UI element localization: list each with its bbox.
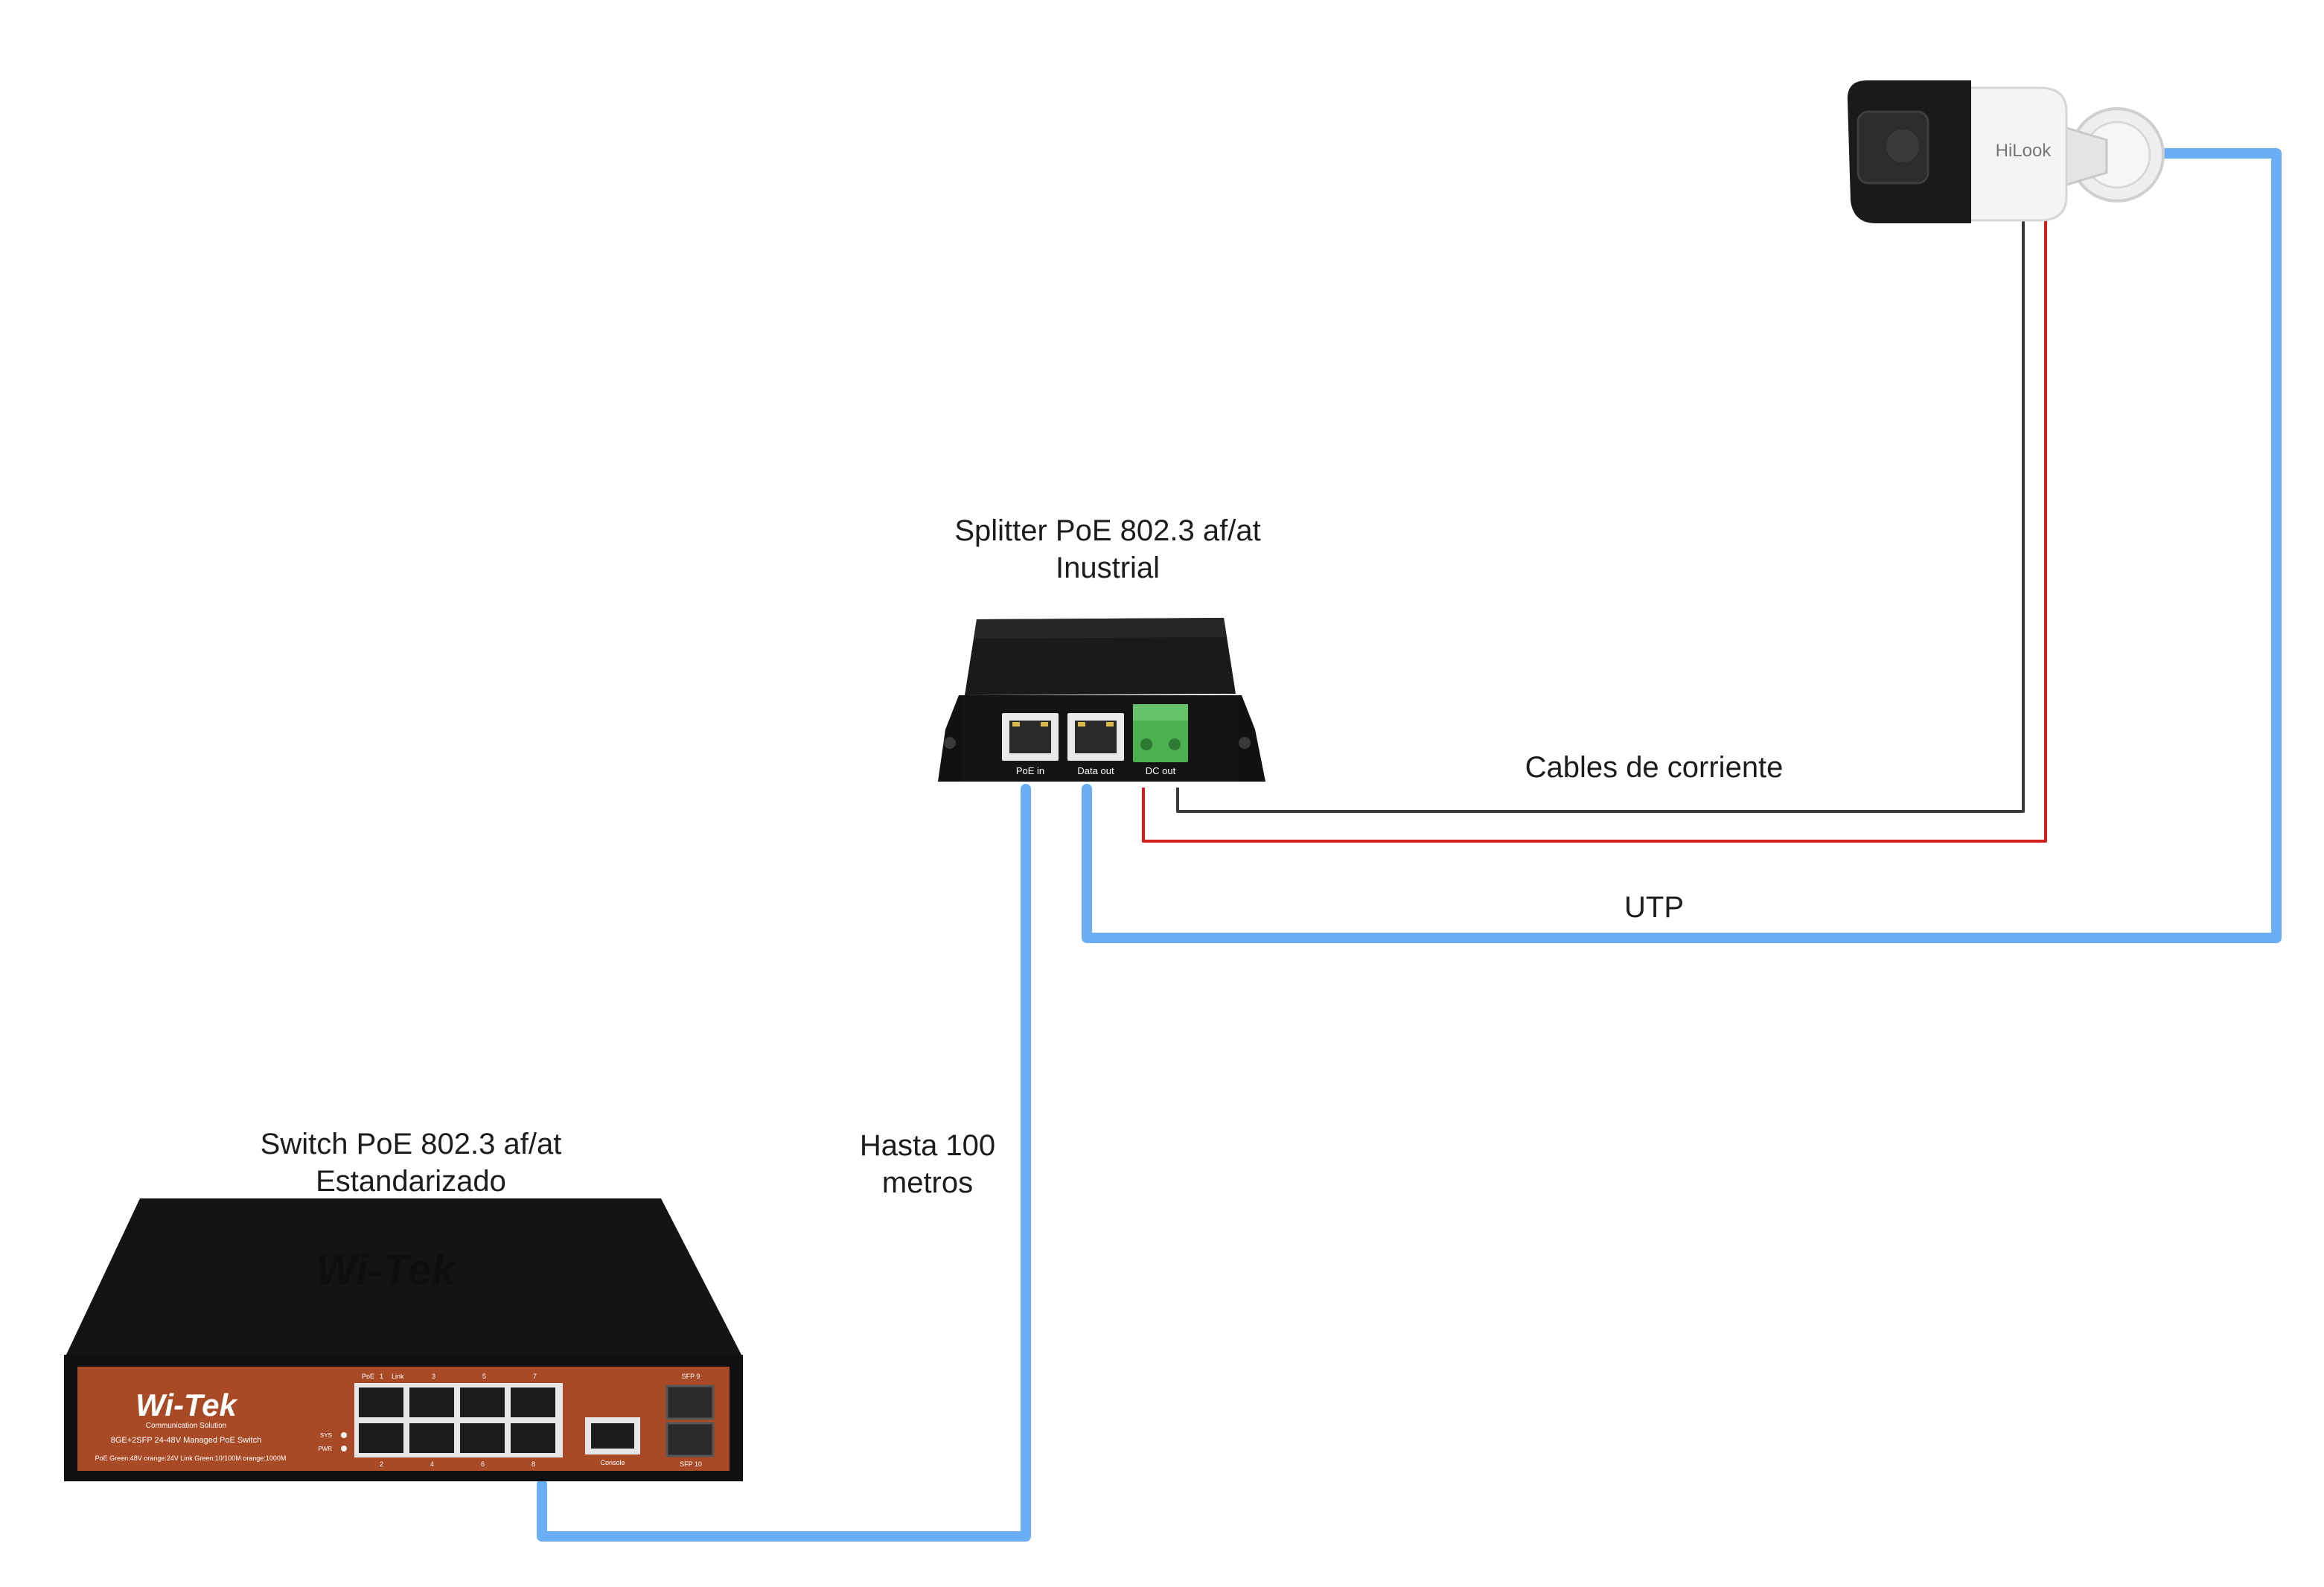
power-led-icon [341,1446,347,1452]
splitter-top-shade [974,618,1227,639]
switch-port-label: PoE [362,1373,374,1380]
switch-port-label: 7 [533,1373,537,1380]
poe-switch: Wi-Tek Wi-Tek Communication Solution 8GE… [64,1198,743,1481]
distance-label-line2: metros [882,1166,973,1199]
switch-label-line1: Switch PoE 802.3 af/at [261,1128,562,1160]
utp-label: UTP [1624,891,1684,924]
splitter-screw-left [944,737,956,749]
switch-port-label: 4 [430,1460,434,1468]
screw-icon [1140,738,1152,750]
bullet-camera: HiLook [1847,80,2165,223]
sfp-port-icon [665,1422,715,1457]
power-cables-label: Cables de corriente [1525,751,1784,784]
switch-port-label: 2 [380,1460,383,1468]
switch-brand-logo: Wi-Tek [135,1388,238,1422]
power-cable-dark [1176,210,2025,813]
switch-led-pwr-label: PWR [318,1446,332,1452]
ethernet-port-icon [460,1423,505,1453]
splitter-port-data-out-led-right [1106,722,1114,727]
ethernet-port-icon [409,1423,454,1453]
splitter-screw-right [1239,737,1251,749]
screw-icon [1169,738,1181,750]
sfp-port-icon [665,1385,715,1420]
switch-sfp-bottom-label: SFP 10 [680,1460,702,1468]
camera-lens-glass [1886,130,1919,162]
switch-sfp-top-label: SFP 9 [682,1373,700,1380]
power-cable-red [1142,191,2047,843]
switch-tagline: Communication Solution [146,1422,226,1430]
switch-label-line2: Estandarizado [316,1165,506,1198]
cables [537,148,2282,1542]
ethernet-port-icon [511,1388,555,1417]
ethernet-port-icon [460,1388,505,1417]
camera-brand: HiLook [1996,141,2052,161]
switch-top-embossed-logo: Wi-Tek [316,1246,457,1294]
splitter-dc-out-terminal-shade [1133,704,1188,721]
switch-ports [359,1388,555,1453]
console-port-icon [591,1423,634,1449]
splitter-flange-right [1236,695,1265,782]
status-led-icon [341,1432,347,1438]
splitter-label-line2: Inustrial [1056,552,1160,584]
switch-port-label: 8 [531,1460,535,1468]
labels: Splitter PoE 802.3 af/at Inustrial Switc… [261,514,1784,1199]
switch-port-label: 5 [482,1373,486,1380]
switch-port-label: 3 [432,1373,435,1380]
switch-legend: PoE Green:48V orange:24V Link Green:10/1… [95,1455,287,1462]
splitter-port-data-out-label: Data out [1077,765,1114,776]
switch-led-sys-label: SYS [320,1432,332,1439]
switch-port-label: Link [392,1373,404,1380]
poe-splitter: PoE in Data out DC out [938,618,1265,782]
splitter-port-poe-in-label: PoE in [1016,765,1044,776]
switch-port-label: 6 [481,1460,485,1468]
splitter-port-poe-in-led-right [1041,722,1048,727]
switch-console-label: Console [600,1459,625,1466]
splitter-port-data-out-led-left [1078,722,1085,727]
switch-port-label: 1 [380,1373,383,1380]
splitter-dc-out-label: DC out [1146,765,1176,776]
utp-cable-splitter-to-camera [1082,148,2282,943]
splitter-port-poe-in-led-left [1012,722,1020,727]
ethernet-port-icon [409,1388,454,1417]
ethernet-port-icon [511,1423,555,1453]
ethernet-port-icon [359,1388,403,1417]
distance-label-line1: Hasta 100 [860,1129,995,1162]
utp-cable-switch-to-splitter [537,784,1031,1542]
splitter-label-line1: Splitter PoE 802.3 af/at [954,514,1260,547]
switch-top [66,1198,741,1356]
ethernet-port-icon [359,1423,403,1453]
switch-model: 8GE+2SFP 24-48V Managed PoE Switch [111,1436,262,1445]
